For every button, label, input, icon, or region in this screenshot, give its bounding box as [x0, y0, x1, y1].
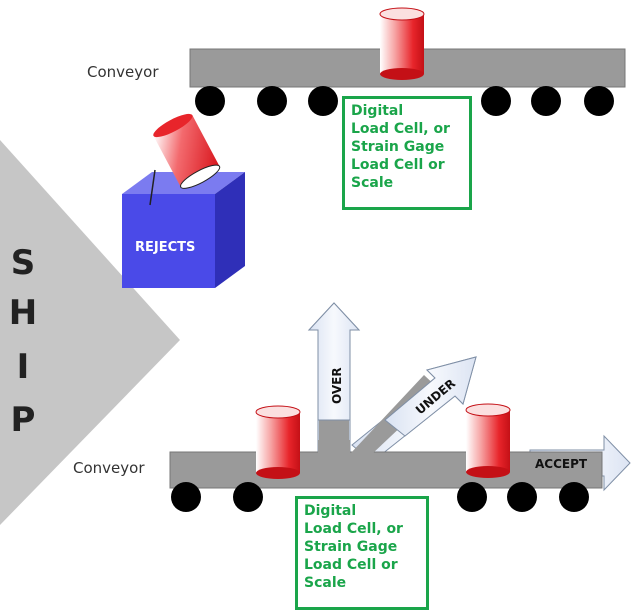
- load-cell-line: Strain Gage: [351, 139, 445, 155]
- load-cell-line: Digital: [351, 103, 404, 119]
- ship-chevron: [0, 140, 180, 525]
- reject-drop-line: [149, 169, 156, 206]
- load-cell-line: Load Cell, or: [304, 521, 403, 537]
- top-conveyor-rollers: [195, 86, 614, 116]
- load-cell-line: Load Cell or: [304, 557, 398, 573]
- bottom-can-left: [255, 405, 301, 479]
- load-cell-line: Strain Gage: [304, 539, 398, 555]
- accept-arrow-label: ACCEPT: [535, 457, 588, 471]
- ship-letter: S: [10, 243, 36, 283]
- ship-letter: P: [10, 400, 36, 440]
- load-cell-line: Digital: [304, 503, 357, 519]
- over-arrow-label: OVER: [330, 367, 344, 404]
- bottom-conveyor-belt: [169, 451, 603, 489]
- top-conveyor-label: Conveyor: [87, 63, 159, 81]
- reject-can: [153, 113, 221, 189]
- top-load-cell-box: Digital Load Cell, or Strain Gage Load C…: [342, 96, 472, 210]
- rejects-bin: [122, 172, 245, 288]
- rejects-label: REJECTS: [135, 240, 196, 255]
- ship-letter: H: [8, 293, 38, 333]
- top-can: [379, 7, 425, 80]
- bottom-load-cell-box: Digital Load Cell, or Strain Gage Load C…: [295, 496, 429, 610]
- load-cell-line: Load Cell or: [351, 157, 445, 173]
- bottom-conveyor-rollers: [171, 482, 589, 512]
- bottom-conveyor-label: Conveyor: [73, 459, 145, 477]
- load-cell-line: Scale: [351, 175, 394, 191]
- bottom-can-right: [465, 403, 511, 478]
- load-cell-line: Load Cell, or: [351, 121, 450, 137]
- ship-letter: I: [16, 347, 30, 387]
- load-cell-line: Scale: [304, 575, 347, 591]
